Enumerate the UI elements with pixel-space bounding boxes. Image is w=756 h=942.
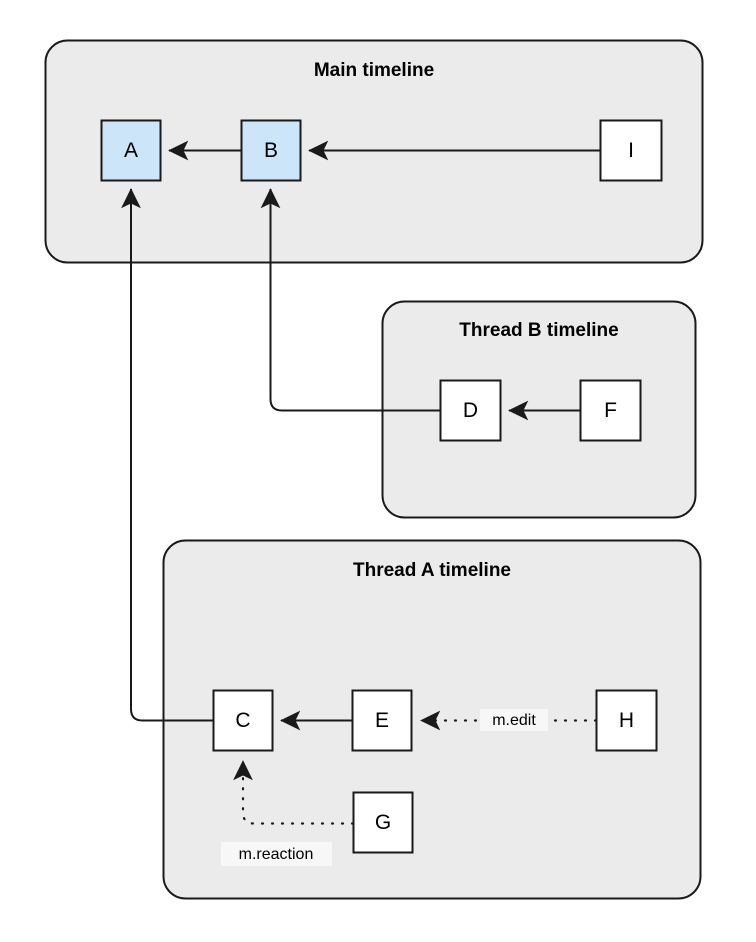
node-d[interactable]: D: [439, 379, 502, 442]
edge-label-m-reaction-background: [221, 842, 332, 866]
node-i-box[interactable]: [599, 119, 663, 182]
node-a-label: A: [124, 139, 138, 162]
node-i[interactable]: I: [599, 119, 663, 182]
node-f-box[interactable]: [579, 379, 642, 442]
node-f[interactable]: F: [579, 379, 642, 442]
node-d-box[interactable]: [439, 379, 502, 442]
group-thread-b-timeline-title: Thread B timeline: [459, 320, 618, 341]
node-h-box[interactable]: [595, 689, 658, 752]
node-i-label: I: [628, 139, 634, 162]
node-a-box[interactable]: [100, 119, 162, 182]
edge-label-m-edit-text: m.edit: [492, 712, 536, 729]
node-g-label: G: [375, 811, 391, 834]
node-b-box[interactable]: [240, 119, 302, 182]
node-c-label: C: [235, 709, 250, 732]
node-h-label: H: [619, 709, 634, 732]
edge-d-to-b: [260, 188, 440, 412]
edge-label-m-edit-background: [480, 709, 548, 731]
edge-c-to-a: [121, 188, 213, 722]
node-c-box[interactable]: [212, 689, 274, 752]
node-d-label: D: [463, 399, 478, 422]
edge-label-m-reaction-text: m.reaction: [239, 846, 314, 863]
node-b-label: B: [264, 139, 278, 162]
node-e-label: E: [375, 709, 389, 732]
node-c[interactable]: C: [212, 689, 274, 752]
group-thread-a-timeline-title: Thread A timeline: [353, 560, 511, 581]
node-f-label: F: [604, 399, 617, 422]
node-g-box[interactable]: [352, 791, 414, 854]
edge-g-to-c: [233, 759, 355, 825]
edge-label-m-reaction: m.reaction: [221, 842, 332, 866]
node-b[interactable]: B: [240, 119, 302, 182]
group-main-timeline-title: Main timeline: [314, 60, 434, 81]
node-h[interactable]: H: [595, 689, 658, 752]
node-e[interactable]: E: [351, 689, 413, 752]
node-a[interactable]: A: [100, 119, 162, 182]
edge-label-m-edit: m.edit: [480, 709, 548, 731]
node-g[interactable]: G: [352, 791, 414, 854]
node-e-box[interactable]: [351, 689, 413, 752]
